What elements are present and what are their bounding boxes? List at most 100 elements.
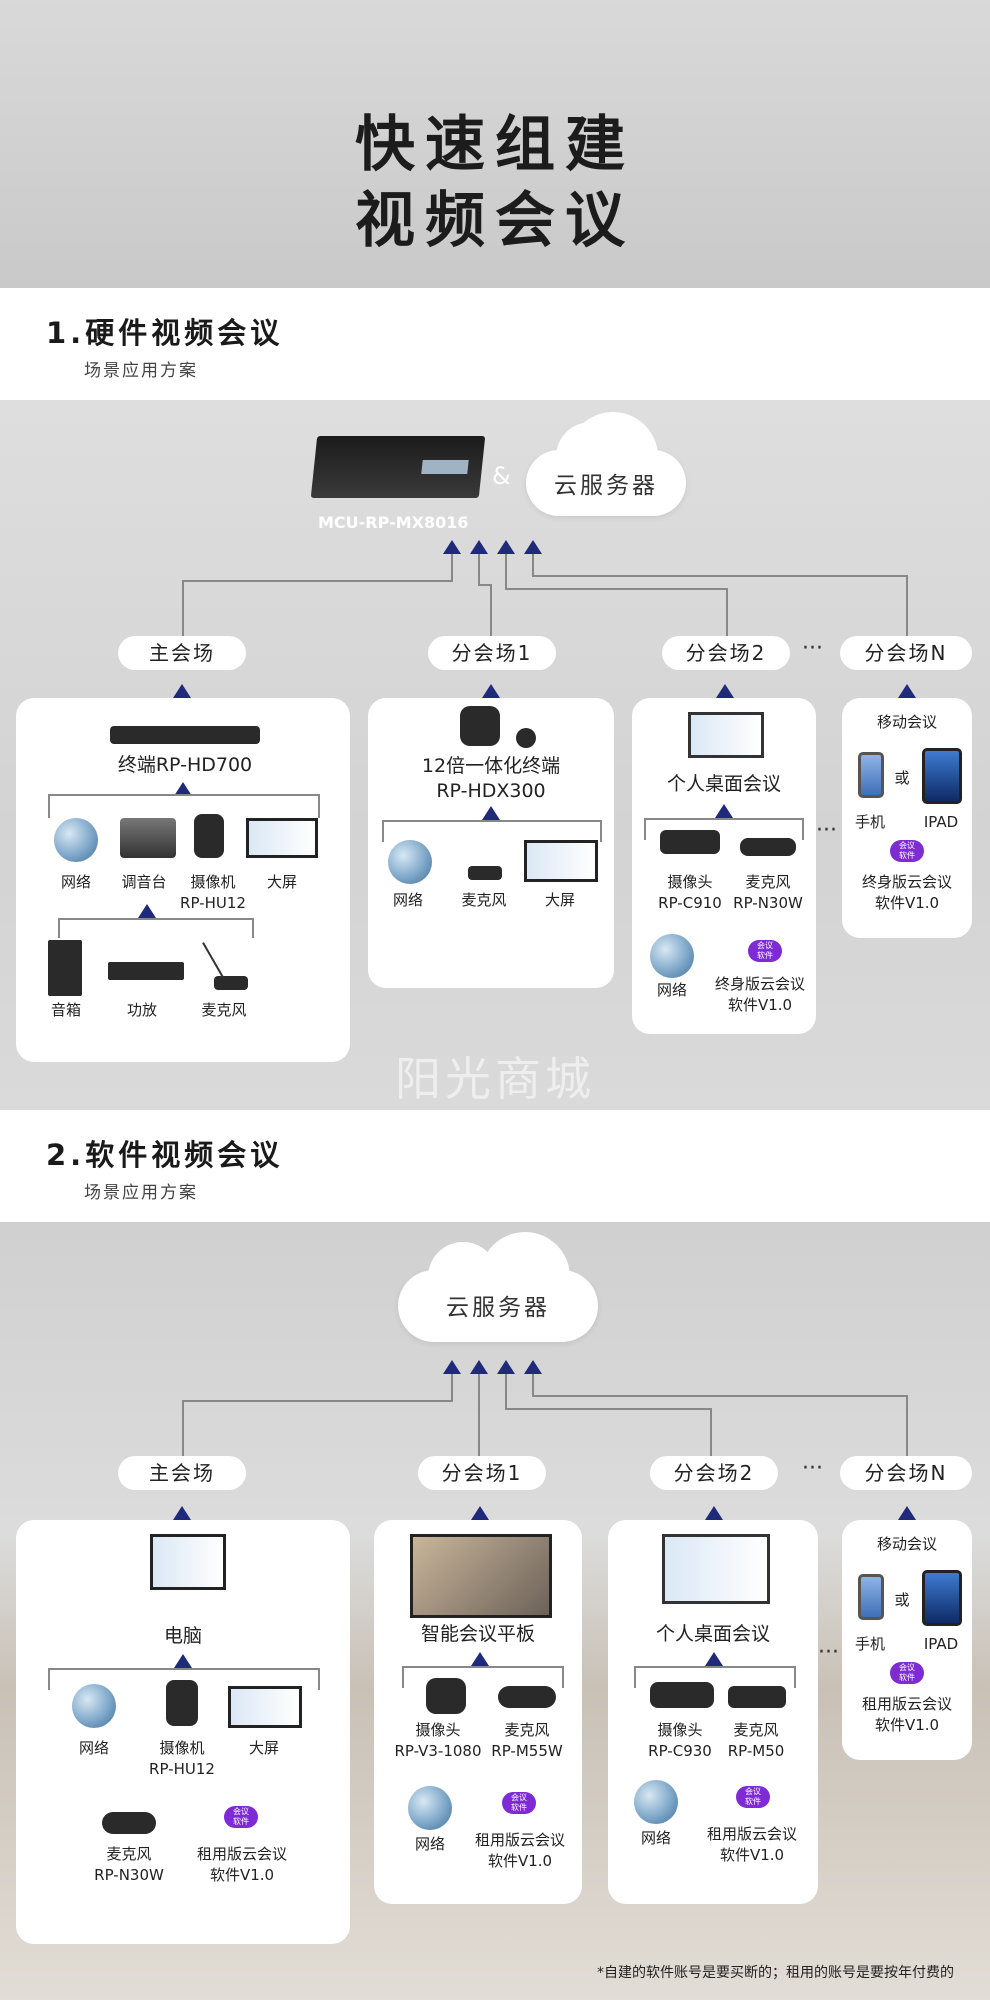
arrow-up-icon	[470, 1360, 488, 1374]
ampersand: &	[492, 462, 511, 490]
section2-title: 2.软件视频会议	[46, 1138, 284, 1172]
mobile-card-title: 移动会议	[876, 713, 937, 731]
connector-line	[532, 1395, 908, 1397]
connector-line	[505, 1374, 507, 1408]
laptop-icon	[662, 1534, 770, 1604]
item-network: 网络	[414, 1835, 445, 1853]
item-software: 租用版云会议 软件V1.0	[474, 1831, 565, 1870]
arrow-up-icon	[898, 684, 916, 698]
connector-line	[252, 918, 254, 938]
mcu-display	[421, 460, 469, 474]
pill-main-venue: 主会场	[118, 1456, 246, 1490]
item-screen: 大屏	[544, 891, 575, 909]
arrow-up-icon	[482, 684, 500, 698]
network-globe-icon	[634, 1780, 678, 1824]
network-globe-icon	[388, 840, 432, 884]
connector-line	[794, 1666, 796, 1688]
display-screen-icon	[228, 1686, 302, 1728]
item-ipad: IPAD	[923, 1635, 959, 1653]
connector-line	[58, 918, 60, 938]
software-cloud-icon: 会议 软件	[224, 1806, 258, 1828]
webcam-icon	[650, 1682, 714, 1708]
main-venue-card	[16, 1520, 350, 1944]
connector-line	[532, 575, 908, 577]
connector-line	[48, 794, 320, 796]
arrow-up-icon	[173, 684, 191, 698]
arrow-up-icon	[138, 904, 156, 918]
section2-subtitle: 场景应用方案	[84, 1183, 198, 1203]
connector-line	[382, 820, 602, 822]
connector-line	[532, 554, 534, 576]
branch2-card-title: 个人桌面会议	[666, 773, 781, 795]
item-phone: 手机	[854, 813, 885, 831]
network-globe-icon	[650, 934, 694, 978]
display-screen-icon	[524, 840, 598, 882]
speakerphone-icon	[728, 1686, 786, 1708]
connector-line	[451, 1374, 453, 1400]
item-software: 终身版云会议 软件V1.0	[714, 975, 805, 1014]
arrow-up-icon	[705, 1652, 723, 1666]
connector-line	[726, 588, 728, 638]
connector-line	[451, 554, 453, 580]
connector-line	[182, 1400, 184, 1458]
item-network: 网络	[392, 891, 423, 909]
pill-branch-n: 分会场N	[840, 1456, 972, 1490]
cloud-server-shape-2: 云服务器	[398, 1232, 598, 1342]
connector-line	[182, 580, 184, 638]
terminal-device-image	[110, 726, 260, 744]
mixer-icon	[120, 818, 176, 858]
software-cloud-icon: 会议 软件	[736, 1786, 770, 1808]
arrow-up-icon	[443, 540, 461, 554]
phone-icon	[858, 752, 884, 798]
connector-line	[490, 584, 492, 638]
tablet-icon	[922, 748, 962, 804]
item-camera: 摄像机 RP-HU12	[180, 873, 246, 912]
network-globe-icon	[408, 1786, 452, 1830]
main-venue-card	[16, 698, 350, 1062]
item-network: 网络	[640, 1829, 671, 1847]
item-microphone: 麦克风	[201, 1001, 247, 1019]
item-speakerphone: 麦克风 RP-M50	[727, 1721, 785, 1760]
ellipsis: ···	[802, 636, 823, 661]
connector-line	[505, 1408, 711, 1410]
connector-line	[402, 1666, 564, 1668]
main-card-title: 终端RP-HD700	[117, 754, 253, 776]
item-ipad: IPAD	[923, 813, 959, 831]
branch2-card-title: 个人桌面会议	[655, 1623, 770, 1645]
software-cloud-icon: 会议 软件	[890, 840, 924, 862]
webcam-icon	[660, 830, 720, 854]
arrow-up-icon	[715, 804, 733, 818]
connector-line	[505, 554, 507, 588]
item-network: 网络	[60, 873, 91, 891]
pill-branch-2: 分会场2	[662, 636, 790, 670]
connector-line	[644, 818, 646, 840]
connector-line	[182, 580, 453, 582]
arrow-up-icon	[497, 1360, 515, 1374]
pill-branch-2: 分会场2	[650, 1456, 778, 1490]
item-speakerphone: 麦克风 RP-N30W	[733, 873, 803, 912]
connector-line	[478, 1374, 480, 1404]
network-globe-icon	[72, 1684, 116, 1728]
software-cloud-icon: 会议 软件	[502, 1792, 536, 1814]
ellipsis: ···	[818, 1640, 839, 1665]
connector-line	[318, 794, 320, 818]
watermark: 阳光商城	[395, 1052, 595, 1106]
connector-line	[505, 588, 727, 590]
arrow-up-icon	[524, 540, 542, 554]
camera-icon	[166, 1680, 198, 1726]
phone-icon	[858, 1574, 884, 1620]
arrow-up-icon	[471, 1506, 489, 1520]
microphone-icon	[214, 976, 248, 990]
arrow-up-icon	[705, 1506, 723, 1520]
connector-line	[644, 818, 804, 820]
main-card-title: 电脑	[163, 1625, 202, 1647]
arrow-up-icon	[470, 540, 488, 554]
cloud-server-label-2: 云服务器	[446, 1295, 550, 1321]
connector-line	[478, 584, 492, 586]
section1-subtitle: 场景应用方案	[84, 361, 198, 381]
cloud-server-label-1: 云服务器	[554, 473, 658, 499]
item-phone: 手机	[854, 1635, 885, 1653]
computer-icon	[150, 1534, 226, 1590]
connector-line	[48, 794, 50, 818]
or-label: 或	[894, 1591, 910, 1609]
